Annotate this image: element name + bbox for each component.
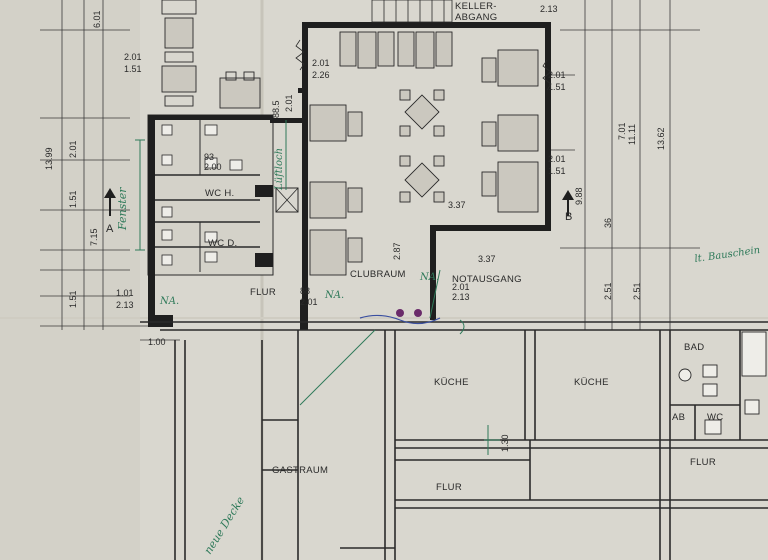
dim-88-b: 88 [300,286,310,296]
dim-2-01-b: 2.01 [312,58,330,68]
pen-mark-1 [396,309,404,317]
dim-2-01-left: 2.01 [68,140,78,158]
room-label-flur-right: FLUR [690,457,716,468]
dim-2-87: 2.87 [392,242,402,260]
dim-2-01-d: 2.01 [548,154,566,164]
pen-mark-2 [414,309,422,317]
shaft-box [275,187,299,213]
room-label-abgang: ABGANG [455,12,497,23]
dim-1-51-low: 1.51 [68,290,78,308]
room-label-wc-d: WC D. [208,238,237,249]
dim-3-37-a: 3.37 [448,200,466,210]
note-na-3: NA. [419,272,439,283]
dim-1-00: 1.00 [148,337,166,347]
dim-2-51-b: 2.51 [632,282,642,300]
room-label-wc: WC [707,412,723,423]
dim-88-5: 88.5 [271,100,281,118]
dim-2-13-left: 2.13 [116,300,134,310]
note-na-1: NA. [159,296,179,307]
room-label-flur-left: FLUR [250,287,276,298]
dim-2-13-nota: 2.13 [452,292,470,302]
paper-left-strip [0,0,140,560]
dim-1-51-left: 1.51 [68,190,78,208]
dim-7-01: 7.01 [617,122,627,140]
dim-13-62: 13.62 [656,127,666,150]
section-label-a: A [106,223,114,235]
left-dimension-chains [40,0,180,341]
room-label-gastraum: GASTRAUM [272,465,328,476]
dim-1-01: 1.01 [116,288,134,298]
room-label-bad: BAD [684,342,704,353]
cellar-stairs [371,0,453,23]
dim-2-135: 2.13 [540,4,558,14]
dim-2-01-nota: 2.01 [452,282,470,292]
lower-floor-walls [140,321,768,560]
toilet-block [147,114,299,327]
left-dining-tables [161,0,261,109]
section-markers [104,188,574,216]
lower-fixtures [678,331,767,435]
note-fenster: Fenster [116,187,129,231]
note-na-2: NA. [324,290,344,301]
dim-200: 2.00 [204,162,222,172]
dim-1-51-c: 1.51 [548,82,566,92]
dim-2-01-e: 2.01 [300,297,318,307]
room-label-notausgang: NOTAUSGANG [452,274,522,285]
clubraum-tables [309,31,539,276]
dim-2-26: 2.26 [312,70,330,80]
dim-1-51-d: 1.51 [548,166,566,176]
dim-2-01-a: 2.01 [124,52,142,62]
note-luftloch: Lüftloch [274,148,285,191]
dim-2-01-c: 2.01 [548,70,566,80]
dim-3-37-b: 3.37 [478,254,496,264]
dim-1-51-a: 1.51 [124,64,142,74]
clubraum-walls [270,22,551,330]
clubraum-round-tables [399,89,445,203]
room-label-kueche-1: KÜCHE [434,377,469,388]
dim-13-99: 13.99 [44,147,54,170]
section-label-b: B [565,211,573,223]
blue-pen-scribble [359,314,441,325]
dim-7-15: 7.15 [89,228,99,246]
room-label-flur-bottom: FLUR [436,482,462,493]
room-label-kueche-2: KÜCHE [574,377,609,388]
window-symbols [295,39,552,91]
dim-93: 93 [204,152,214,162]
dim-2-01-door: 2.01 [284,94,294,112]
room-label-ab: AB [672,412,685,423]
dim-2-51-a: 2.51 [603,282,613,300]
room-label-clubraum: CLUBRAUM [350,269,406,280]
handwritten-strokes [135,120,500,455]
dim-9-88: 9.88 [574,187,584,205]
room-label-wc-h: WC H. [205,188,234,199]
dim-6-01: 6.01 [92,10,102,28]
dim-11-11: 11.11 [627,124,637,145]
dim-1-30: 1.30 [500,434,510,452]
room-label-keller: KELLER- [455,1,497,12]
dim-36: 36 [603,218,613,228]
